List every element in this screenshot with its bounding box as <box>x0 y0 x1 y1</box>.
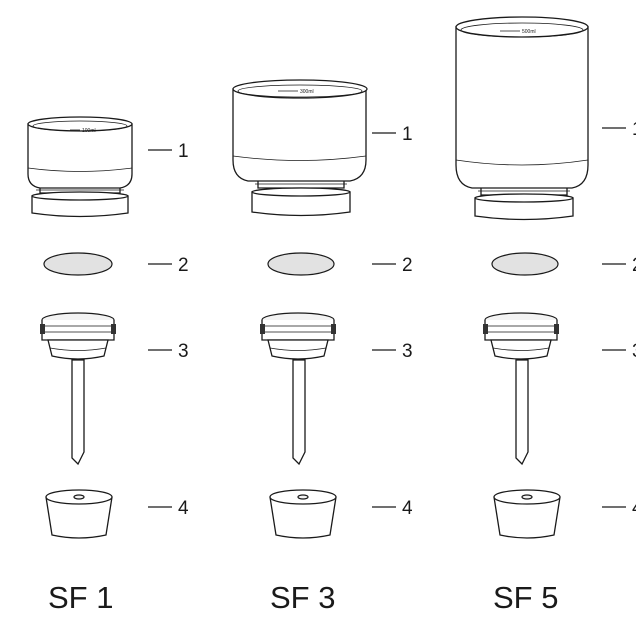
callout-3-sf5: 3 <box>632 341 636 362</box>
callout-2-sf5: 2 <box>632 255 636 276</box>
model-label-sf5: SF 5 <box>493 580 558 615</box>
callout-1-sf1: 1 <box>178 141 189 162</box>
filter-disc-sf5 <box>491 252 559 276</box>
funnel-cup-sf1: 100ml <box>27 116 133 218</box>
callout-2-sf1: 2 <box>178 255 189 276</box>
model-sf3: 300ml 1 2 3 4 SF 3 <box>232 79 413 615</box>
model-label-sf1: SF 1 <box>48 580 113 615</box>
volume-mark-sf3: 300ml <box>300 89 314 95</box>
funnel-cup-sf3: 300ml <box>232 79 368 217</box>
callout-4-sf3: 4 <box>402 498 413 519</box>
model-label-sf3: SF 3 <box>270 580 335 615</box>
callout-2-sf3: 2 <box>402 255 413 276</box>
filter-disc-sf3 <box>267 252 335 276</box>
rubber-stopper-sf3 <box>269 489 337 539</box>
rubber-stopper-sf5 <box>493 489 561 539</box>
rubber-stopper-sf1 <box>45 489 113 539</box>
callout-3-sf1: 3 <box>178 341 189 362</box>
model-sf5: 500ml 1 2 3 4 SF 5 <box>455 16 636 615</box>
callout-1-sf3: 1 <box>402 124 413 145</box>
volume-mark-sf5: 500ml <box>522 29 536 35</box>
callout-3-sf3: 3 <box>402 341 413 362</box>
funnel-cup-sf5: 500ml <box>455 16 589 221</box>
filter-disc-sf1 <box>43 252 113 276</box>
filter-support-sf1 <box>40 312 116 466</box>
callout-4-sf1: 4 <box>178 498 189 519</box>
callout-4-sf5: 4 <box>632 498 636 519</box>
filter-support-sf5 <box>483 312 559 466</box>
callout-1-sf5: 1 <box>632 119 636 140</box>
volume-mark-sf1: 100ml <box>82 128 96 134</box>
filter-support-sf3 <box>260 312 336 466</box>
model-sf1: 100ml 1 2 3 4 SF 1 <box>27 116 189 615</box>
